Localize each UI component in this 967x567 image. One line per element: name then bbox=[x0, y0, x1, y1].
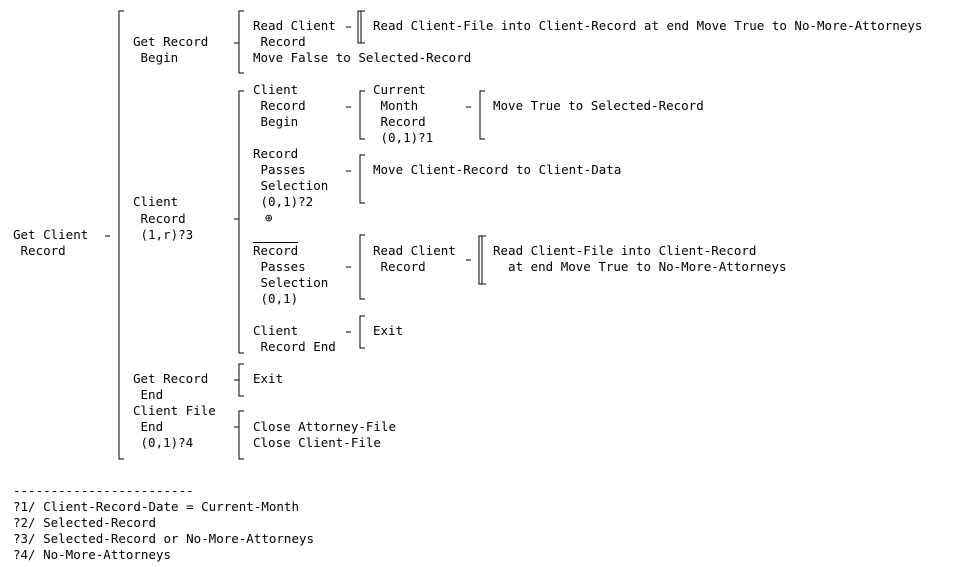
root-label-line-2: Record bbox=[13, 243, 66, 258]
client-record-end-label-2: Record End bbox=[253, 339, 336, 354]
move-true-selected-action: Move True to Selected-Record bbox=[493, 98, 704, 113]
read-client-record-2-label-1: Read Client bbox=[373, 243, 456, 258]
current-month-label-3: Record bbox=[373, 114, 426, 129]
read-client-file-action-2-line-2: at end Move True to No-More-Attorneys bbox=[493, 259, 787, 274]
client-file-end-bracket bbox=[238, 410, 244, 460]
xor-symbol: ⊕ bbox=[265, 210, 273, 225]
read-client-record-2-label-2: Record bbox=[373, 259, 426, 274]
close-client-file-action: Close Client-File bbox=[253, 435, 381, 450]
record-passes-label-1: Record bbox=[253, 146, 299, 161]
client-record-label-3: (1,r)?3 bbox=[133, 227, 194, 242]
read-client-file-action: Read Client-File into Client-Record at e… bbox=[373, 18, 923, 33]
client-record-end-label-1: Client bbox=[253, 323, 299, 338]
current-month-label-1: Current bbox=[373, 82, 426, 97]
not-record-passes-label-4: (0,1) bbox=[253, 291, 299, 306]
client-file-end-label-3: (0,1)?4 bbox=[133, 435, 194, 450]
get-record-end-bracket bbox=[238, 363, 244, 397]
not-record-passes-label-3: Selection bbox=[253, 275, 329, 290]
get-record-end-label-2: End bbox=[133, 387, 164, 402]
client-record-begin-label-1: Client bbox=[253, 82, 299, 97]
exit-action-1: Exit bbox=[373, 323, 404, 338]
record-passes-label-4: (0,1)?2 bbox=[253, 194, 314, 209]
get-record-begin-bracket bbox=[238, 10, 244, 74]
record-passes-label-2: Passes bbox=[253, 162, 306, 177]
footnote-1: ?1/ Client-Record-Date = Current-Month bbox=[13, 499, 299, 514]
client-record-begin-bracket bbox=[359, 90, 365, 140]
footnote-4: ?4/ No-More-Attorneys bbox=[13, 547, 172, 562]
move-false-action: Move False to Selected-Record bbox=[253, 50, 472, 65]
not-record-passes-bracket bbox=[359, 234, 365, 300]
client-record-label-1: Client bbox=[133, 194, 179, 209]
not-record-passes-label-1: Record bbox=[253, 243, 299, 258]
read-client-record-label-1: Read Client bbox=[253, 18, 336, 33]
close-attorney-file-action: Close Attorney-File bbox=[253, 419, 396, 434]
current-month-label-4: (0,1)?1 bbox=[373, 130, 434, 145]
root-label-line-1: Get Client bbox=[13, 227, 89, 242]
footnote-2: ?2/ Selected-Record bbox=[13, 515, 156, 530]
client-record-end-bracket bbox=[359, 315, 365, 349]
read-client-record-label-2: Record bbox=[253, 34, 306, 49]
get-record-begin-label-1: Get Record bbox=[133, 34, 209, 49]
record-passes-bracket bbox=[359, 154, 365, 204]
move-client-data-action: Move Client-Record to Client-Data bbox=[373, 162, 622, 177]
root-bracket bbox=[118, 10, 124, 460]
exit-action-2: Exit bbox=[253, 371, 284, 386]
client-record-begin-label-3: Begin bbox=[253, 114, 299, 129]
get-record-end-label-1: Get Record bbox=[133, 371, 209, 386]
client-record-begin-label-2: Record bbox=[253, 98, 306, 113]
client-record-label-2: Record bbox=[133, 211, 186, 226]
client-file-end-label-1: Client File bbox=[133, 403, 216, 418]
current-month-label-2: Month bbox=[373, 98, 419, 113]
not-record-passes-label-2: Passes bbox=[253, 259, 306, 274]
client-file-end-label-2: End bbox=[133, 419, 164, 434]
client-record-bracket bbox=[238, 90, 244, 354]
record-passes-label-3: Selection bbox=[253, 178, 329, 193]
current-month-bracket bbox=[479, 90, 485, 140]
footnote-3: ?3/ Selected-Record or No-More-Attorneys bbox=[13, 531, 315, 546]
read-client-file-action-2-line-1: Read Client-File into Client-Record bbox=[493, 243, 757, 258]
footnote-rule: ------------------------ bbox=[13, 483, 194, 498]
get-record-begin-label-2: Begin bbox=[133, 50, 179, 65]
